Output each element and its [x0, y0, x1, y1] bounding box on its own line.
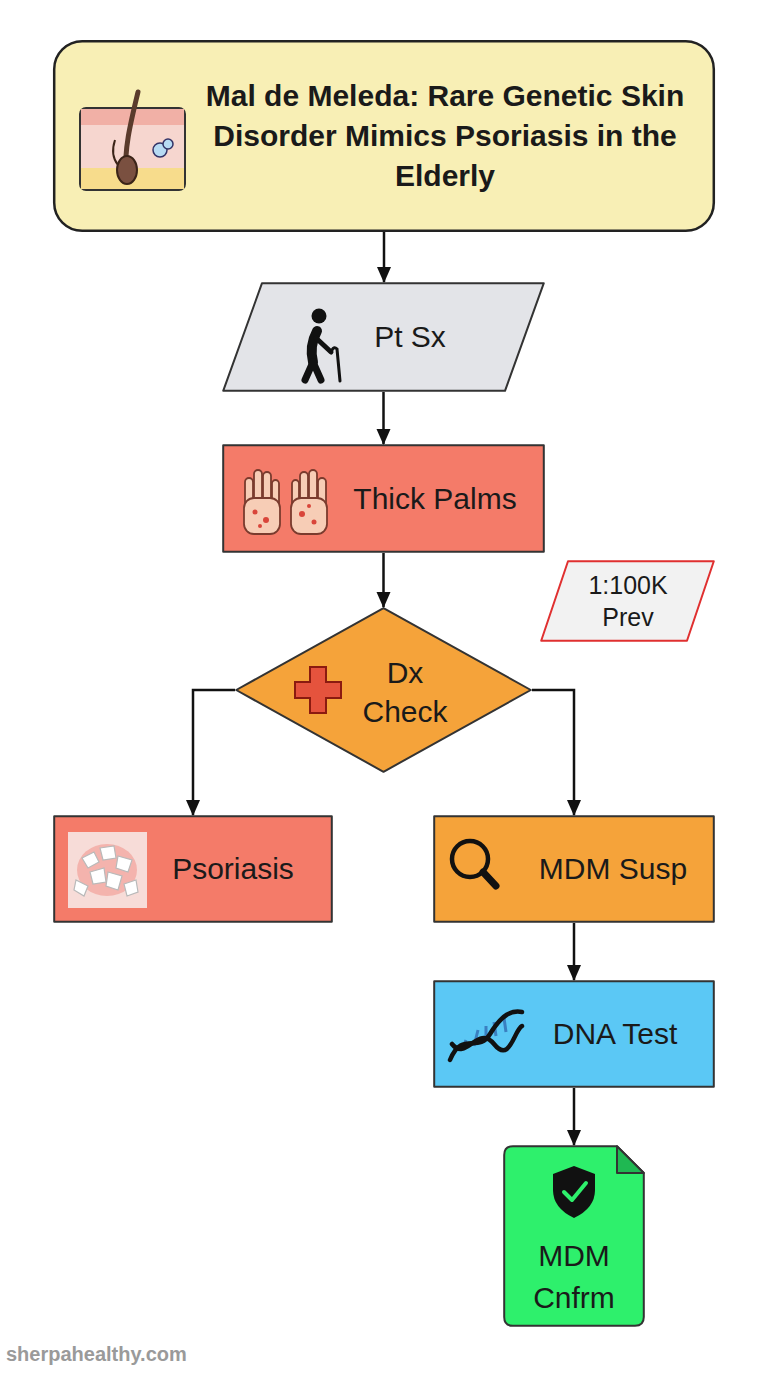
flow-arrow — [382, 392, 385, 444]
watermark: sherpahealthy.com — [6, 1343, 187, 1366]
process-box: DNA Test — [433, 980, 715, 1088]
flow-arrow — [382, 553, 385, 607]
node-text: Thick Palms — [325, 444, 545, 553]
node-text: DNA Test — [525, 980, 705, 1088]
input-parallelogram: Pt Sx — [222, 282, 545, 392]
shape-outline — [235, 607, 532, 773]
node-text: MDM Cnfrm — [519, 1227, 629, 1327]
shape-fill — [236, 608, 531, 772]
decision-diamond: Dx Check — [235, 607, 532, 773]
node-text: Psoriasis — [148, 815, 318, 923]
title-box: Mal de Meleda: Rare Genetic Skin Disorde… — [53, 40, 715, 232]
node-text: Dx Check — [357, 607, 453, 777]
flow-arrow — [193, 690, 235, 815]
node-text: 1:100K Prev — [573, 560, 683, 642]
flow-arrow — [383, 232, 386, 282]
flow-arrow — [573, 923, 576, 980]
process-box: Thick Palms — [222, 444, 545, 553]
outcome-box: Psoriasis — [53, 815, 333, 923]
callout-parallelogram: 1:100K Prev — [540, 560, 715, 642]
flow-arrow — [573, 1088, 576, 1145]
document-shape: MDM Cnfrm — [503, 1145, 645, 1327]
node-text: Pt Sx — [335, 282, 485, 392]
title-text: Mal de Meleda: Rare Genetic Skin Disorde… — [205, 40, 685, 232]
folded-corner — [617, 1146, 644, 1173]
process-box: MDM Susp — [433, 815, 715, 923]
flow-arrow — [532, 690, 574, 815]
node-text: MDM Susp — [523, 815, 703, 923]
